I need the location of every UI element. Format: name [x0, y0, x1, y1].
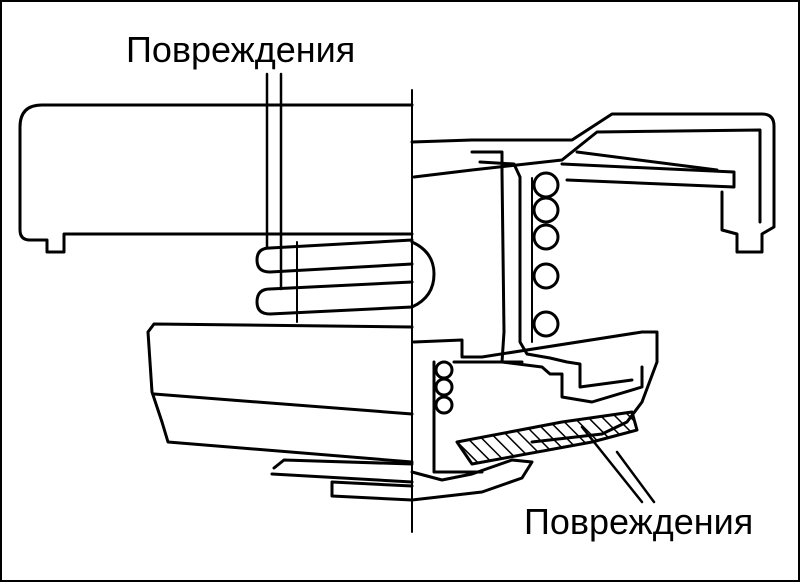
left-spring: [255, 238, 436, 323]
damage-label-bottom: Повреждения: [524, 501, 754, 542]
valve-plate: [272, 458, 414, 470]
pointer-bottom-2: [615, 450, 656, 504]
cap-inner-flange: [412, 128, 762, 224]
cap-inner-slope: [560, 162, 736, 189]
damage-label-top: Повреждения: [126, 29, 356, 70]
lower-spring: [432, 360, 524, 474]
spring-bracket-inner: [478, 160, 634, 389]
cap-outer-shell-right: [410, 112, 776, 254]
cap-lower-shell-bottom: [152, 392, 414, 416]
hatched-seal: [455, 410, 639, 466]
spring-bracket: [470, 150, 644, 404]
cap-inner-slope-2: [575, 150, 719, 172]
cap-lower-shell: [146, 322, 414, 464]
pointer-bottom-1: [580, 425, 644, 504]
valve-plate-2: [270, 472, 414, 484]
cap-outer-shell: [18, 103, 414, 254]
valve-bottom: [330, 458, 534, 502]
right-spring: [531, 171, 560, 343]
